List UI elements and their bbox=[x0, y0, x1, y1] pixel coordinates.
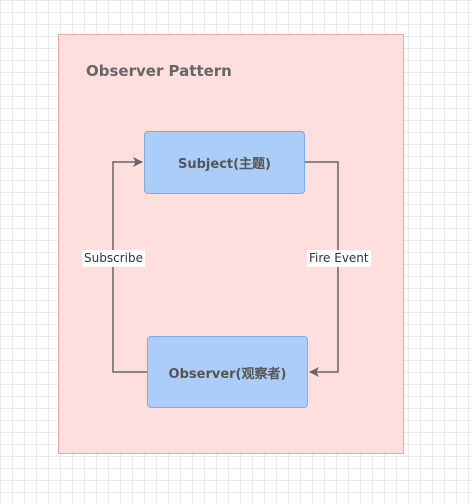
container-title: Observer Pattern bbox=[86, 62, 232, 80]
observer-node[interactable]: Observer(观察者) bbox=[147, 336, 308, 408]
subject-node[interactable]: Subject(主题) bbox=[144, 131, 305, 194]
fire-event-label: Fire Event bbox=[307, 250, 371, 267]
observer-node-label: Observer(观察者) bbox=[168, 366, 287, 382]
fire-event-edge[interactable] bbox=[305, 161, 339, 377]
subscribe-edge[interactable] bbox=[112, 157, 147, 373]
subscribe-label: Subscribe bbox=[82, 250, 145, 267]
subject-node-label: Subject(主题) bbox=[178, 157, 271, 172]
